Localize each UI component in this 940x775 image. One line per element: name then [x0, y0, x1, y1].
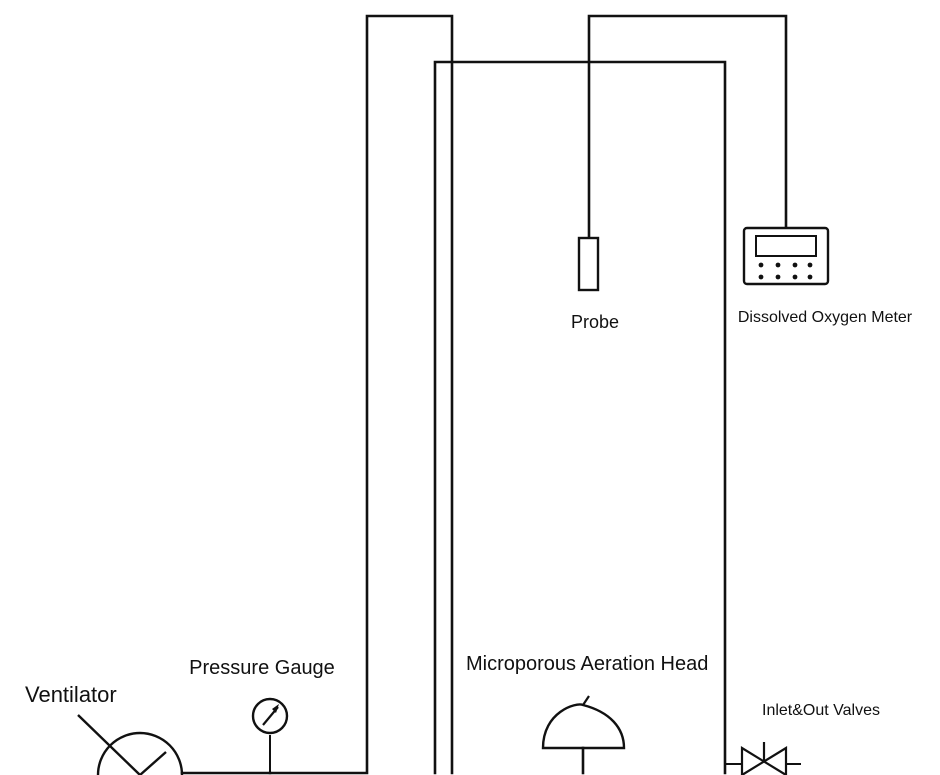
probe — [577, 236, 600, 292]
aeration-column — [433, 60, 727, 775]
pressure-gauge-icon — [251, 697, 289, 773]
air-supply-pipe — [268, 14, 454, 775]
ventilator-label: Ventilator — [25, 682, 117, 707]
valve-icon — [725, 742, 801, 775]
valves-label: Inlet&Out Valves — [762, 702, 880, 719]
ventilator-icon — [77, 714, 272, 775]
aeration-head-label: Microporous Aeration Head — [466, 653, 708, 675]
probe-cable — [587, 14, 788, 240]
dissolved-oxygen-meter — [742, 226, 830, 286]
pressure-gauge-label: Pressure Gauge — [189, 657, 335, 679]
probe-label: Probe — [571, 312, 619, 332]
meter-label: Dissolved Oxygen Meter — [738, 309, 913, 326]
meter-buttons — [758, 262, 813, 280]
aeration-head-icon — [541, 695, 626, 775]
